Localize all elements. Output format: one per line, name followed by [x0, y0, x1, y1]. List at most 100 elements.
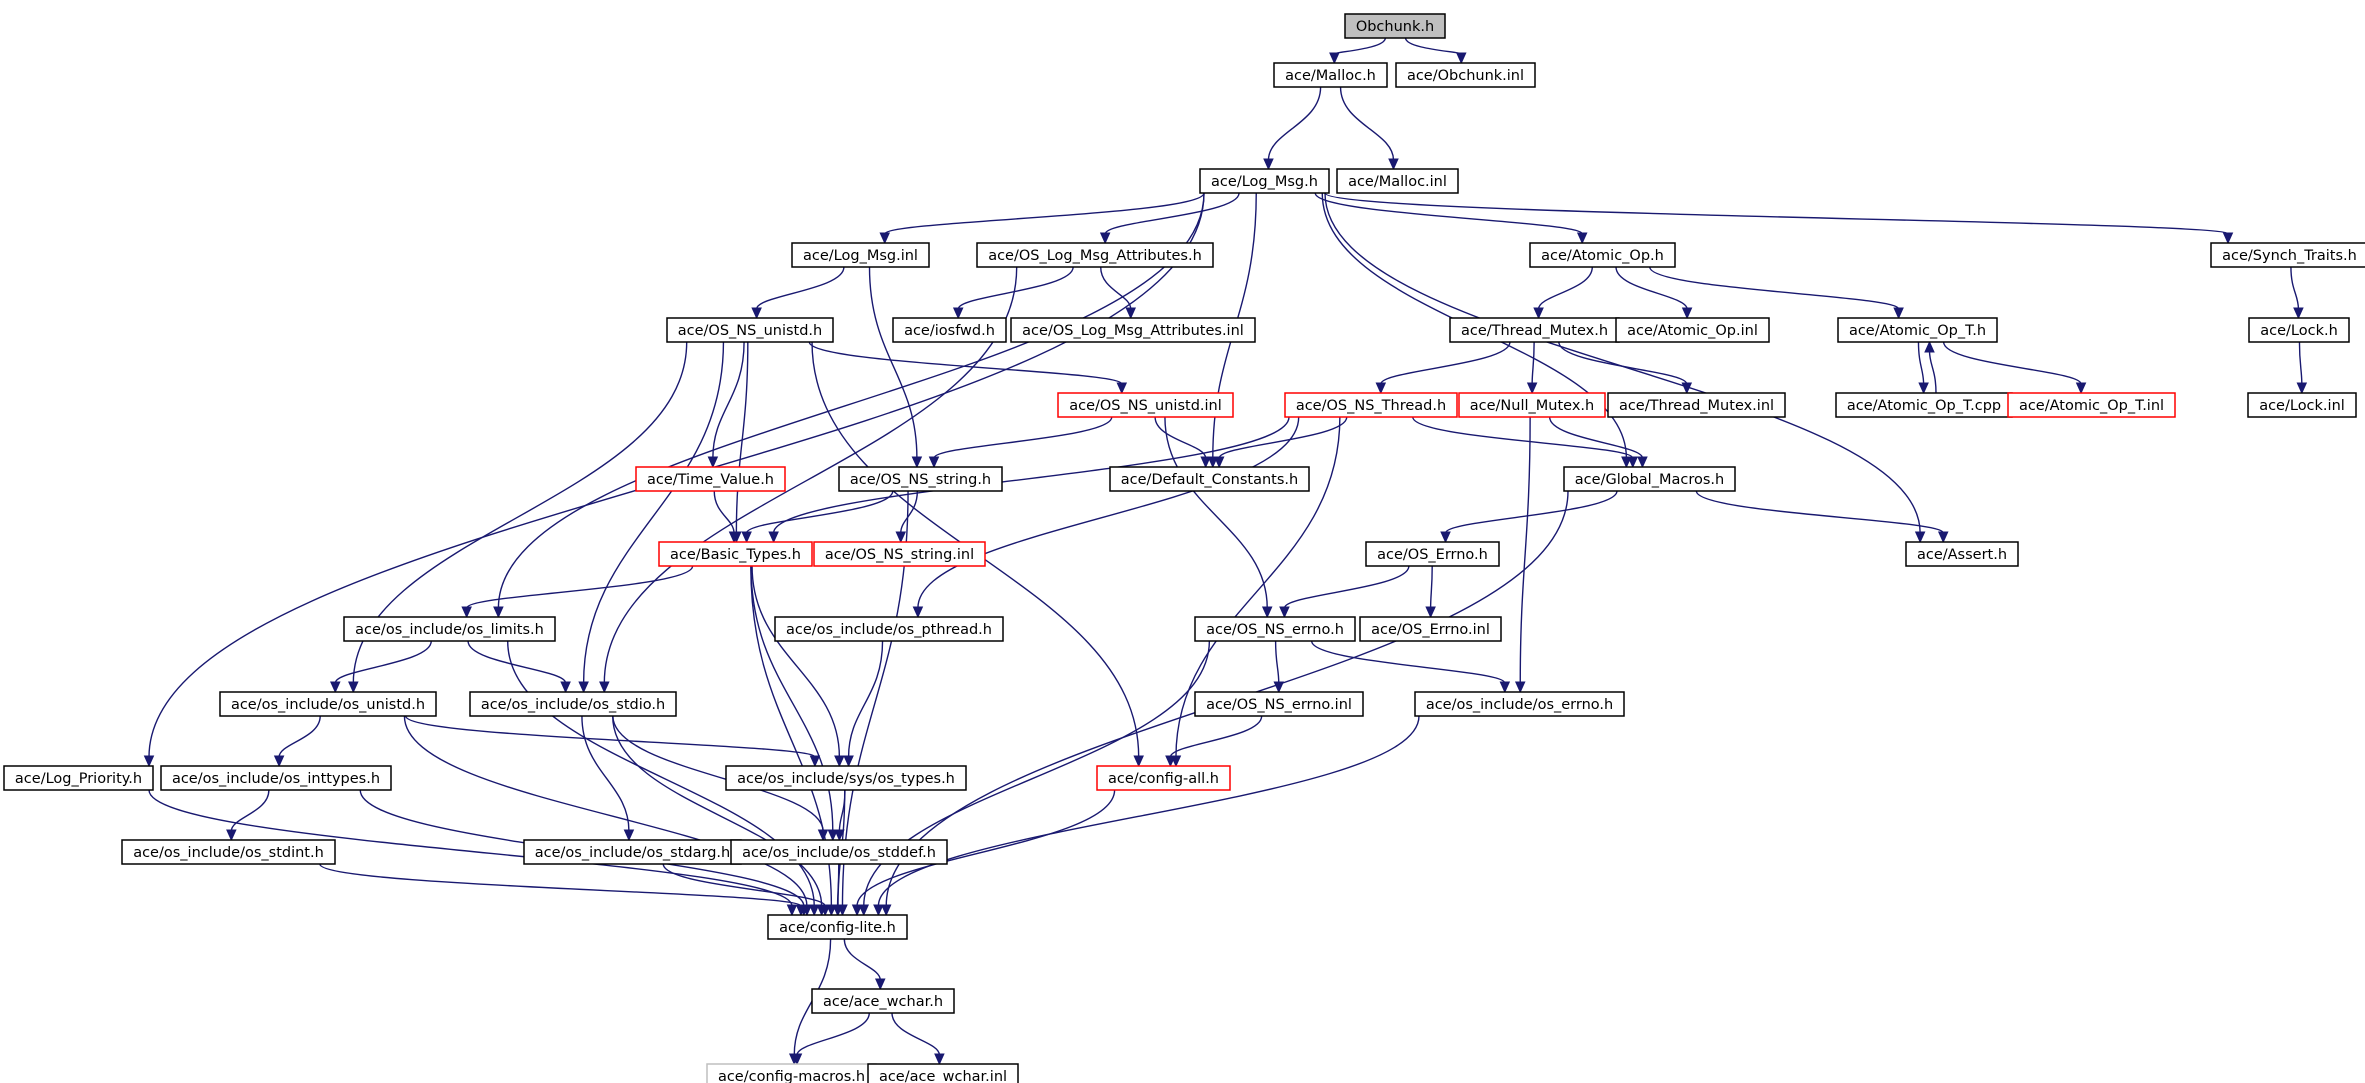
node-label: ace/os_include/os_stddef.h	[742, 845, 936, 861]
edge-arrowhead	[1526, 382, 1538, 395]
node-os-ns-unistd-h[interactable]: ace/OS_NS_unistd.h	[666, 317, 834, 343]
node-label: ace/Assert.h	[1917, 547, 2007, 563]
edge-arrowhead	[623, 829, 635, 842]
node-atomic-op-t-h[interactable]: ace/Atomic_Op_T.h	[1837, 317, 1998, 343]
node-thread-mutex-h[interactable]: ace/Thread_Mutex.h	[1449, 317, 1620, 343]
node-box	[892, 317, 1007, 343]
node-thread-mutex-inl[interactable]: ace/Thread_Mutex.inl	[1607, 392, 1786, 418]
node-os-unistd-h[interactable]: ace/os_include/os_unistd.h	[219, 691, 437, 717]
node-label: ace/OS_NS_unistd.inl	[1069, 398, 1222, 414]
edge-os-ns-unistd-h-to-basic-types-h	[735, 341, 749, 534]
node-os-ns-string-h[interactable]: ace/OS_NS_string.h	[838, 466, 1003, 492]
node-default-constants-h[interactable]: ace/Default_Constants.h	[1109, 466, 1310, 492]
edge-log-msg-h-to-synch-traits-h	[1324, 192, 2229, 235]
node-os-errno-inl[interactable]: ace/OS_Errno.inl	[1359, 616, 1502, 642]
edge-os-inttypes-h-to-os-stdint-h	[230, 789, 270, 832]
node-label: ace/OS_NS_errno.h	[1206, 622, 1344, 638]
node-os-log-msg-attr-h[interactable]: ace/OS_Log_Msg_Attributes.h	[976, 242, 1214, 268]
edge-os-log-msg-attr-h-to-iosfwd-h	[957, 266, 1074, 310]
node-sys-os-types-h[interactable]: ace/os_include/sys/os_types.h	[725, 765, 967, 791]
node-box	[811, 988, 955, 1014]
node-label: ace/ace_wchar.h	[823, 994, 943, 1010]
node-synch-traits-h[interactable]: ace/Synch_Traits.h	[2210, 242, 2365, 268]
node-label: ace/Atomic_Op.inl	[1627, 323, 1758, 339]
node-box	[121, 839, 336, 865]
node-label: ace/Atomic_Op_T.h	[1849, 323, 1986, 339]
node-config-lite-h[interactable]: ace/config-lite.h	[767, 914, 908, 940]
node-box	[666, 317, 834, 343]
node-box	[813, 541, 986, 567]
edge-synch-traits-h-to-lock-h	[2290, 266, 2300, 310]
node-lock-inl[interactable]: ace/Lock.inl	[2247, 392, 2357, 418]
node-label: ace/OS_NS_Thread.h	[1296, 398, 1446, 414]
edge-os-unistd-h-to-config-lite-h	[403, 715, 808, 907]
edge-os-ns-unistd-inl-to-os-ns-errno-h	[1164, 416, 1268, 609]
edge-log-priority-h-to-config-lite-h	[148, 789, 793, 907]
node-ace-wchar-inl[interactable]: ace/ace_wchar.inl	[867, 1063, 1019, 1083]
edge-arrowhead	[791, 1053, 803, 1066]
node-null-mutex-h[interactable]: ace/Null_Mutex.h	[1458, 392, 1606, 418]
edge-arrowhead	[1681, 382, 1693, 395]
node-box	[767, 914, 908, 940]
node-os-stdarg-h[interactable]: ace/os_include/os_stdarg.h	[523, 839, 742, 865]
node-config-all-h[interactable]: ace/config-all.h	[1096, 765, 1231, 791]
node-basic-types-h[interactable]: ace/Basic_Types.h	[658, 541, 813, 567]
edge-os-include-errno-h-to-config-lite-h	[877, 715, 1420, 907]
node-atomic-op-t-cpp[interactable]: ace/Atomic_Op_T.cpp	[1835, 392, 2013, 418]
node-malloc-h[interactable]: ace/Malloc.h	[1273, 62, 1388, 88]
node-os-pthread-h[interactable]: ace/os_include/os_pthread.h	[774, 616, 1004, 642]
node-time-value-h[interactable]: ace/Time_Value.h	[635, 466, 786, 492]
node-os-ns-unistd-inl[interactable]: ace/OS_NS_unistd.inl	[1057, 392, 1234, 418]
node-box	[1458, 392, 1606, 418]
edge-os-errno-h-to-os-ns-errno-h	[1283, 565, 1410, 609]
node-assert-h[interactable]: ace/Assert.h	[1905, 541, 2019, 567]
node-config-macros-h[interactable]: ace/config-macros.h	[706, 1063, 877, 1083]
node-os-ns-thread-h[interactable]: ace/OS_NS_Thread.h	[1284, 392, 1458, 418]
node-os-log-msg-attr-inl[interactable]: ace/OS_Log_Msg_Attributes.inl	[1010, 317, 1256, 343]
edge-arrowhead	[578, 681, 589, 694]
node-box	[1905, 541, 2019, 567]
node-label: ace/config-macros.h	[718, 1069, 865, 1083]
node-log-msg-inl[interactable]: ace/Log_Msg.inl	[791, 242, 930, 268]
node-os-stdint-h[interactable]: ace/os_include/os_stdint.h	[121, 839, 336, 865]
node-obchunk-inl[interactable]: ace/Obchunk.inl	[1395, 62, 1536, 88]
node-os-ns-errno-inl[interactable]: ace/OS_NS_errno.inl	[1194, 691, 1364, 717]
node-os-stddef-h[interactable]: ace/os_include/os_stddef.h	[730, 839, 948, 865]
node-log-msg-h[interactable]: ace/Log_Msg.h	[1199, 168, 1330, 194]
node-label: ace/os_include/sys/os_types.h	[737, 771, 955, 787]
node-label: ace/Synch_Traits.h	[2222, 248, 2357, 264]
node-lock-h[interactable]: ace/Lock.h	[2248, 317, 2350, 343]
node-label: ace/Thread_Mutex.inl	[1619, 398, 1774, 414]
node-global-macros-h[interactable]: ace/Global_Macros.h	[1563, 466, 1736, 492]
edge-lock-h-to-lock-inl	[2298, 341, 2303, 385]
node-ace-wchar-h[interactable]: ace/ace_wchar.h	[811, 988, 955, 1014]
node-os-ns-errno-h[interactable]: ace/OS_NS_errno.h	[1194, 616, 1356, 642]
node-iosfwd-h[interactable]: ace/iosfwd.h	[892, 317, 1007, 343]
node-atomic-op-t-inl[interactable]: ace/Atomic_Op_T.inl	[2007, 392, 2176, 418]
node-os-inttypes-h[interactable]: ace/os_include/os_inttypes.h	[160, 765, 392, 791]
node-os-include-errno-h[interactable]: ace/os_include/os_errno.h	[1414, 691, 1625, 717]
edge-arrowhead	[768, 531, 779, 544]
edge-os-stdarg-h-to-config-lite-h	[662, 863, 826, 907]
node-os-ns-string-inl[interactable]: ace/OS_NS_string.inl	[813, 541, 986, 567]
edge-os-errno-h-to-os-errno-inl	[1429, 565, 1433, 609]
edge-arrowhead	[1388, 158, 1399, 171]
node-label: ace/Log_Priority.h	[15, 771, 142, 787]
edge-arrowhead	[1440, 531, 1451, 544]
edge-null-mutex-h-to-os-include-errno-h	[1519, 416, 1531, 684]
node-label: ace/config-all.h	[1108, 771, 1219, 787]
edge-obchunk-h-to-obchunk-inl	[1404, 37, 1462, 55]
edge-os-stdint-h-to-config-lite-h	[319, 863, 802, 907]
node-label: ace/os_include/os_unistd.h	[231, 697, 425, 713]
node-os-limits-h[interactable]: ace/os_include/os_limits.h	[343, 616, 556, 642]
edge-arrowhead	[1099, 232, 1111, 245]
node-malloc-inl[interactable]: ace/Malloc.inl	[1336, 168, 1459, 194]
node-log-priority-h[interactable]: ace/Log_Priority.h	[3, 765, 154, 791]
node-obchunk-h[interactable]: Obchunk.h	[1344, 13, 1446, 39]
node-atomic-op-inl[interactable]: ace/Atomic_Op.inl	[1615, 317, 1770, 343]
node-label: ace/Log_Msg.h	[1211, 174, 1318, 190]
node-atomic-op-h[interactable]: ace/Atomic_Op.h	[1529, 242, 1676, 268]
node-os-stdio-h[interactable]: ace/os_include/os_stdio.h	[469, 691, 677, 717]
node-os-errno-h[interactable]: ace/OS_Errno.h	[1365, 541, 1500, 567]
edge-arrowhead	[1514, 681, 1526, 694]
